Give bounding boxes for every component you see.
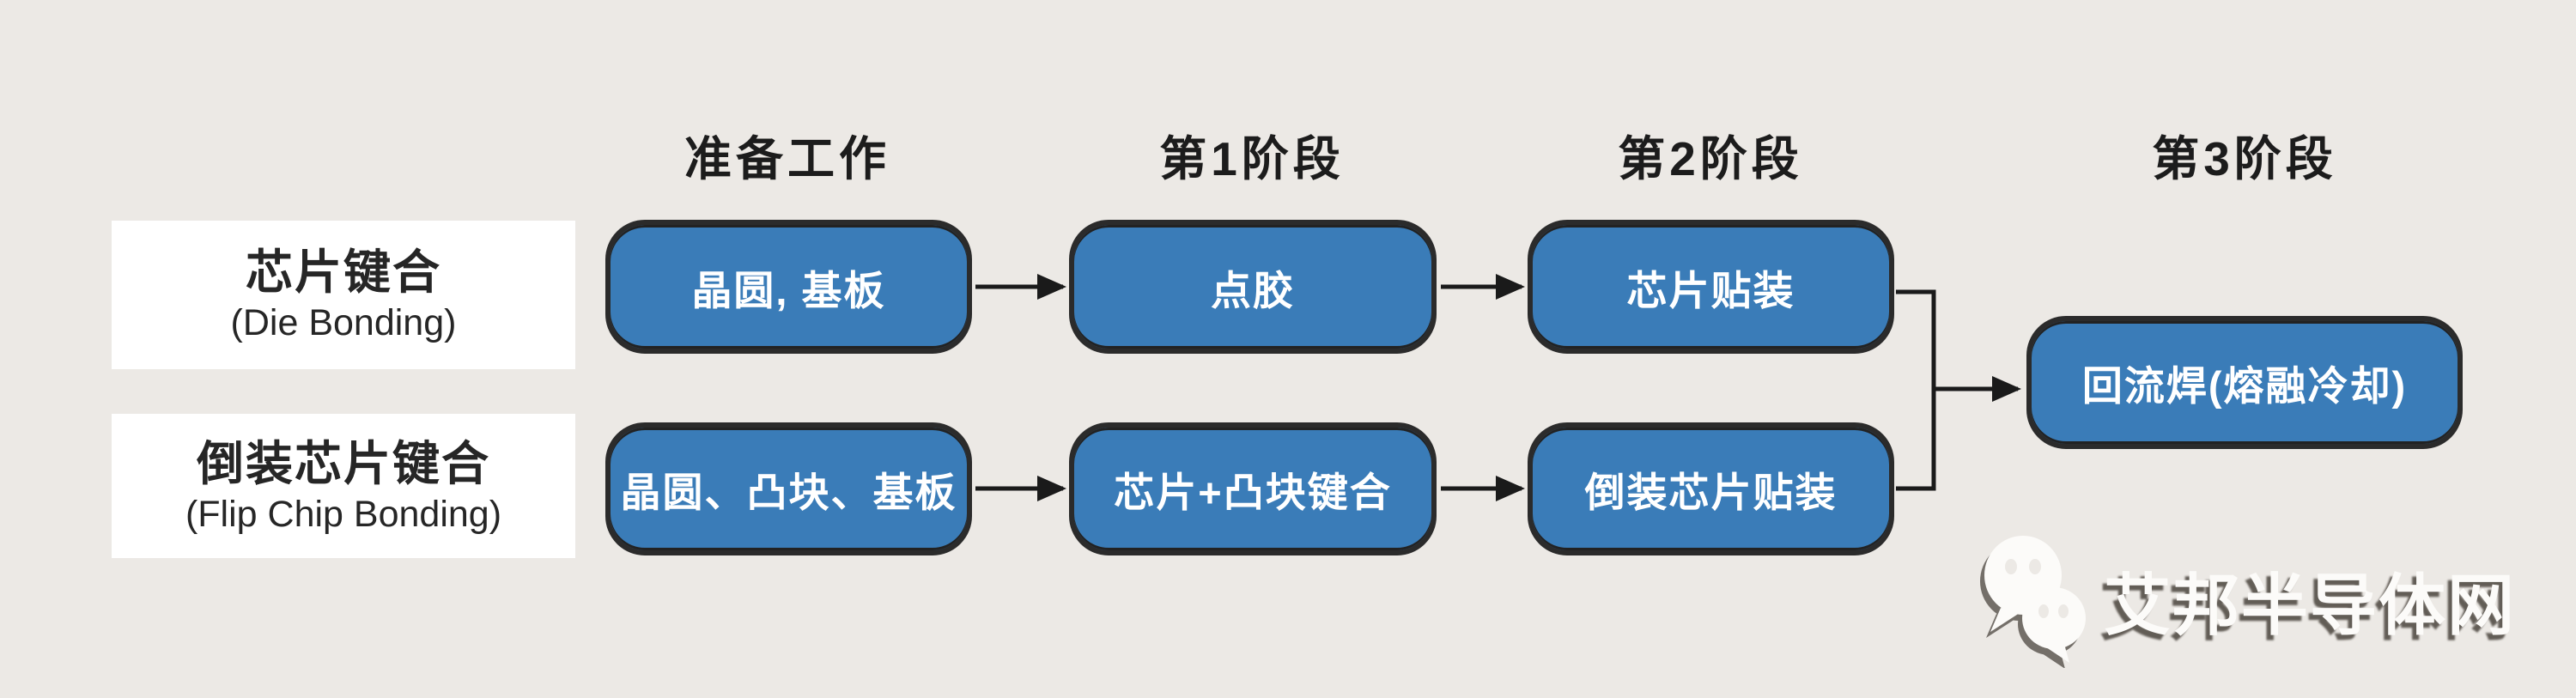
- column-header-stage3: 第3阶段: [2152, 132, 2337, 185]
- row-label-flip-chip-bonding-en: (Flip Chip Bonding): [185, 493, 502, 535]
- column-header-preparation: 准备工作: [683, 132, 890, 185]
- step-flip-chip-attach: 倒装芯片贴装: [1528, 422, 1894, 555]
- step-reflow-soldering: 回流焊(熔融冷却): [2026, 316, 2463, 449]
- row-label-die-bonding-en: (Die Bonding): [230, 302, 457, 344]
- step-chip-bump-bonding: 芯片+凸块键合: [1069, 422, 1437, 555]
- wechat-icon: [1980, 536, 2086, 668]
- row-label-die-bonding-cn: 芯片键合: [245, 246, 441, 300]
- row-label-die-bonding: 芯片键合 (Die Bonding): [112, 221, 575, 369]
- step-wafer-substrate: 晶圆, 基板: [605, 220, 972, 354]
- step-wafer-bump-substrate: 晶圆、凸块、基板: [605, 422, 972, 555]
- step-dispensing: 点胶: [1069, 220, 1437, 354]
- merge-bracket: [1896, 289, 1936, 491]
- column-header-stage1: 第1阶段: [1159, 132, 1345, 185]
- step-die-attach: 芯片贴装: [1528, 220, 1894, 354]
- row-label-flip-chip-bonding-cn: 倒装芯片键合: [196, 436, 490, 490]
- row-label-flip-chip-bonding: 倒装芯片键合 (Flip Chip Bonding): [112, 414, 575, 558]
- column-header-stage2: 第2阶段: [1618, 132, 1803, 185]
- watermark-text: 艾邦半导体网: [2104, 568, 2517, 643]
